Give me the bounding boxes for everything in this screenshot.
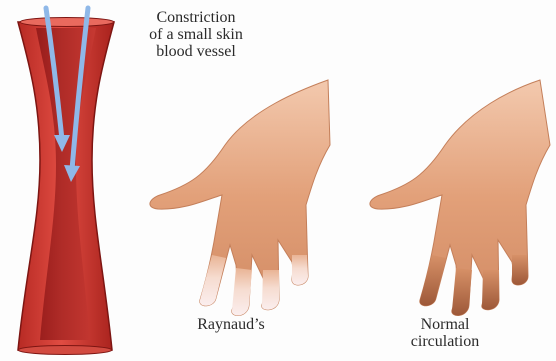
raynauds-hand	[150, 80, 330, 315]
vessel-caption-line-2: of a small skin	[126, 26, 266, 43]
vessel-caption-line-3: blood vessel	[126, 43, 266, 60]
raynaud-caption: Raynaud’s	[176, 316, 286, 333]
normal-hand	[370, 80, 550, 315]
blood-vessel	[18, 18, 114, 355]
normal-caption-line-1: Normal	[390, 316, 500, 333]
vessel-caption: Constriction of a small skin blood vesse…	[126, 9, 266, 60]
normal-caption: Normal circulation	[390, 316, 500, 350]
normal-caption-line-2: circulation	[390, 333, 500, 350]
vessel-caption-line-1: Constriction	[126, 9, 266, 26]
